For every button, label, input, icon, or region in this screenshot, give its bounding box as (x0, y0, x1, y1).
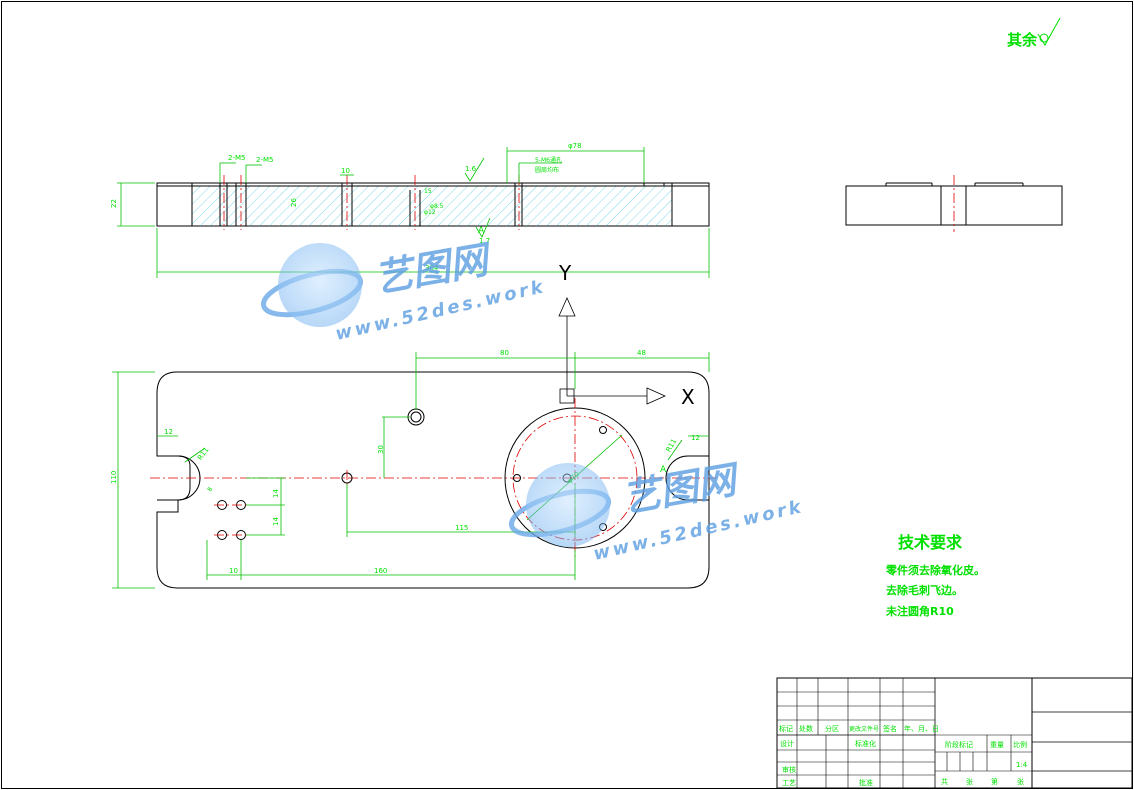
surface-finish-note: 其余 (1007, 17, 1061, 49)
tb-sheets-unit1: 张 (966, 777, 973, 786)
dim-14a: 14 (272, 489, 280, 498)
hole-label-2: 2-M5 (256, 156, 273, 164)
roughness-value: 1.6 (465, 165, 477, 173)
tb-standard: 标准化 (855, 739, 876, 748)
dim-depth: 26 (290, 198, 298, 207)
tb-approve: 批准 (859, 778, 873, 787)
radius-b: R11 (665, 438, 679, 454)
dim-top-dia: φ78 (568, 142, 582, 150)
tb-scale-value: 1:4 (1016, 761, 1028, 769)
thread-note-1: 5-M6通孔 (535, 156, 562, 164)
watermark-1: 艺图网 www.52des.work (260, 237, 548, 345)
dim-160: 160 (374, 567, 387, 575)
tb-sheets-total: 共 (941, 777, 948, 786)
tb-stage: 阶段标记 (945, 740, 973, 749)
tb-zone: 分区 (825, 724, 839, 733)
title-block: 标记 处数 分区 更改文件号 签名 年、月、日 设计 标准化 审核 工艺 批准 … (776, 677, 1133, 789)
tech-item-2: 去除毛刺飞边。 (886, 583, 963, 597)
dim-14b: 14 (272, 517, 280, 526)
section-view: 22 304 2-M5 2-M5 10 1.6 φ78 5-M6通孔 圆周均布 … (110, 142, 710, 278)
dim-10: 10 (229, 567, 238, 575)
tech-title: 技术要求 (898, 533, 963, 552)
tb-weight: 重量 (990, 741, 1004, 749)
thread-note-2: 圆周均布 (535, 166, 559, 174)
tb-sheets-unit2: 张 (1017, 777, 1024, 786)
dim-height: 110 (110, 471, 118, 484)
dim-length: 304 (425, 264, 439, 272)
tb-sheets-no: 第 (991, 777, 998, 786)
dim-115: 115 (455, 524, 468, 532)
tb-sign: 签名 (883, 724, 897, 733)
tb-count: 处数 (799, 724, 813, 733)
section-label-a1: A (478, 226, 485, 236)
tb-mark: 标记 (779, 724, 793, 733)
dim-30: 30 (377, 445, 385, 454)
tb-review: 审核 (782, 765, 796, 774)
dim-inner-b: φ8.5 (430, 203, 444, 210)
surface-finish-text: 其余 (1007, 31, 1038, 49)
section-label-a2: A (660, 465, 667, 475)
dim-thickness: 22 (110, 199, 118, 208)
side-view (845, 175, 1063, 232)
tb-change-doc: 更改文件号 (849, 725, 879, 733)
tb-scale: 比例 (1013, 740, 1027, 749)
dim-8: 8 (206, 486, 214, 493)
tb-design: 设计 (780, 739, 794, 748)
radius-a: R11 (196, 446, 210, 462)
dim-small-w: 10 (341, 167, 350, 175)
dim-80: 80 (500, 349, 509, 357)
axis-y-label: Y (558, 261, 572, 285)
dim-12b: 12 (691, 434, 700, 442)
tech-item-3: 未注圆角R10 (885, 604, 954, 618)
watermark-2: 艺图网 www.52des.work (508, 457, 806, 565)
axis-x-label: X (681, 385, 695, 409)
tech-item-1: 零件须去除氧化皮。 (885, 563, 985, 577)
watermark-brand-2: 艺图网 (619, 457, 744, 521)
dim-inner-d: 1.7 (479, 237, 490, 245)
tb-date: 年、月、日 (904, 724, 939, 733)
technical-requirements: 技术要求 零件须去除氧化皮。 去除毛刺飞边。 未注圆角R10 (885, 533, 985, 618)
dim-inner-c: φ12 (424, 209, 436, 216)
dim-12a: 12 (164, 428, 173, 436)
dim-48: 48 (637, 349, 646, 357)
dim-inner-a: 15 (424, 188, 432, 195)
tb-process: 工艺 (782, 779, 796, 787)
hole-label-1: 2-M5 (228, 154, 245, 162)
